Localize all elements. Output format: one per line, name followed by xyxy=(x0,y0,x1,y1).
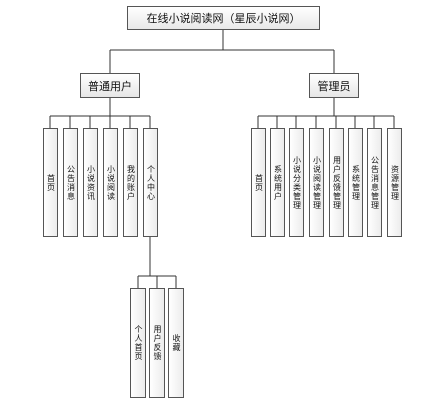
user-leaf-home: 首页 xyxy=(43,128,58,237)
user-leaf-notice: 公告消息 xyxy=(63,128,78,237)
user-leaf-personal-center: 个人中心 xyxy=(143,128,158,237)
sub-leaf-feedback-label: 用户反馈 xyxy=(153,325,162,361)
user-leaf-reading: 小说阅读 xyxy=(103,128,118,237)
user-leaf-personal-center-label: 个人中心 xyxy=(146,164,156,201)
sub-leaf-feedback: 用户反馈 xyxy=(149,288,165,398)
node-regular-user: 普通用户 xyxy=(80,73,140,98)
node-admin-label: 管理员 xyxy=(317,79,351,93)
root-node: 在线小说阅读网（星辰小说网） xyxy=(127,6,320,30)
admin-leaf-notice-mgmt-label: 公告消息管理 xyxy=(370,155,380,210)
admin-leaf-home: 首页 xyxy=(251,128,266,237)
admin-leaf-resource-mgmt: 资源管理 xyxy=(387,128,402,237)
sub-leaf-favorites-label: 收藏 xyxy=(172,334,181,352)
sub-leaf-personal-home: 个人首页 xyxy=(130,288,146,398)
user-leaf-news-label: 小说资讯 xyxy=(86,164,96,201)
admin-leaf-system-mgmt-label: 系统管理 xyxy=(351,164,361,201)
admin-leaf-reading-mgmt-label: 小说阅读管理 xyxy=(312,155,322,210)
admin-leaf-reading-mgmt: 小说阅读管理 xyxy=(309,128,324,237)
node-regular-user-label: 普通用户 xyxy=(88,79,132,93)
user-leaf-notice-label: 公告消息 xyxy=(66,164,76,201)
user-leaf-home-label: 首页 xyxy=(46,173,56,192)
sub-leaf-favorites: 收藏 xyxy=(168,288,184,398)
admin-leaf-feedback-mgmt: 用户反馈管理 xyxy=(329,128,344,237)
sub-leaf-personal-home-label: 个人首页 xyxy=(134,325,143,361)
admin-leaf-feedback-mgmt-label: 用户反馈管理 xyxy=(332,155,342,210)
admin-leaf-category-mgmt-label: 小说分类管理 xyxy=(292,155,302,210)
admin-leaf-system-mgmt: 系统管理 xyxy=(348,128,363,237)
admin-leaf-notice-mgmt: 公告消息管理 xyxy=(367,128,382,237)
admin-leaf-home-label: 首页 xyxy=(254,173,264,192)
admin-leaf-system-users-label: 系统用户 xyxy=(273,164,283,201)
user-leaf-reading-label: 小说阅读 xyxy=(106,164,116,201)
user-leaf-news: 小说资讯 xyxy=(83,128,98,237)
admin-leaf-resource-mgmt-label: 资源管理 xyxy=(390,164,400,201)
node-admin: 管理员 xyxy=(309,73,359,98)
admin-leaf-category-mgmt: 小说分类管理 xyxy=(289,128,304,237)
root-label: 在线小说阅读网（星辰小说网） xyxy=(146,12,301,25)
user-leaf-account-label: 我的账户 xyxy=(126,164,136,201)
admin-leaf-system-users: 系统用户 xyxy=(270,128,285,237)
user-leaf-account: 我的账户 xyxy=(123,128,138,237)
